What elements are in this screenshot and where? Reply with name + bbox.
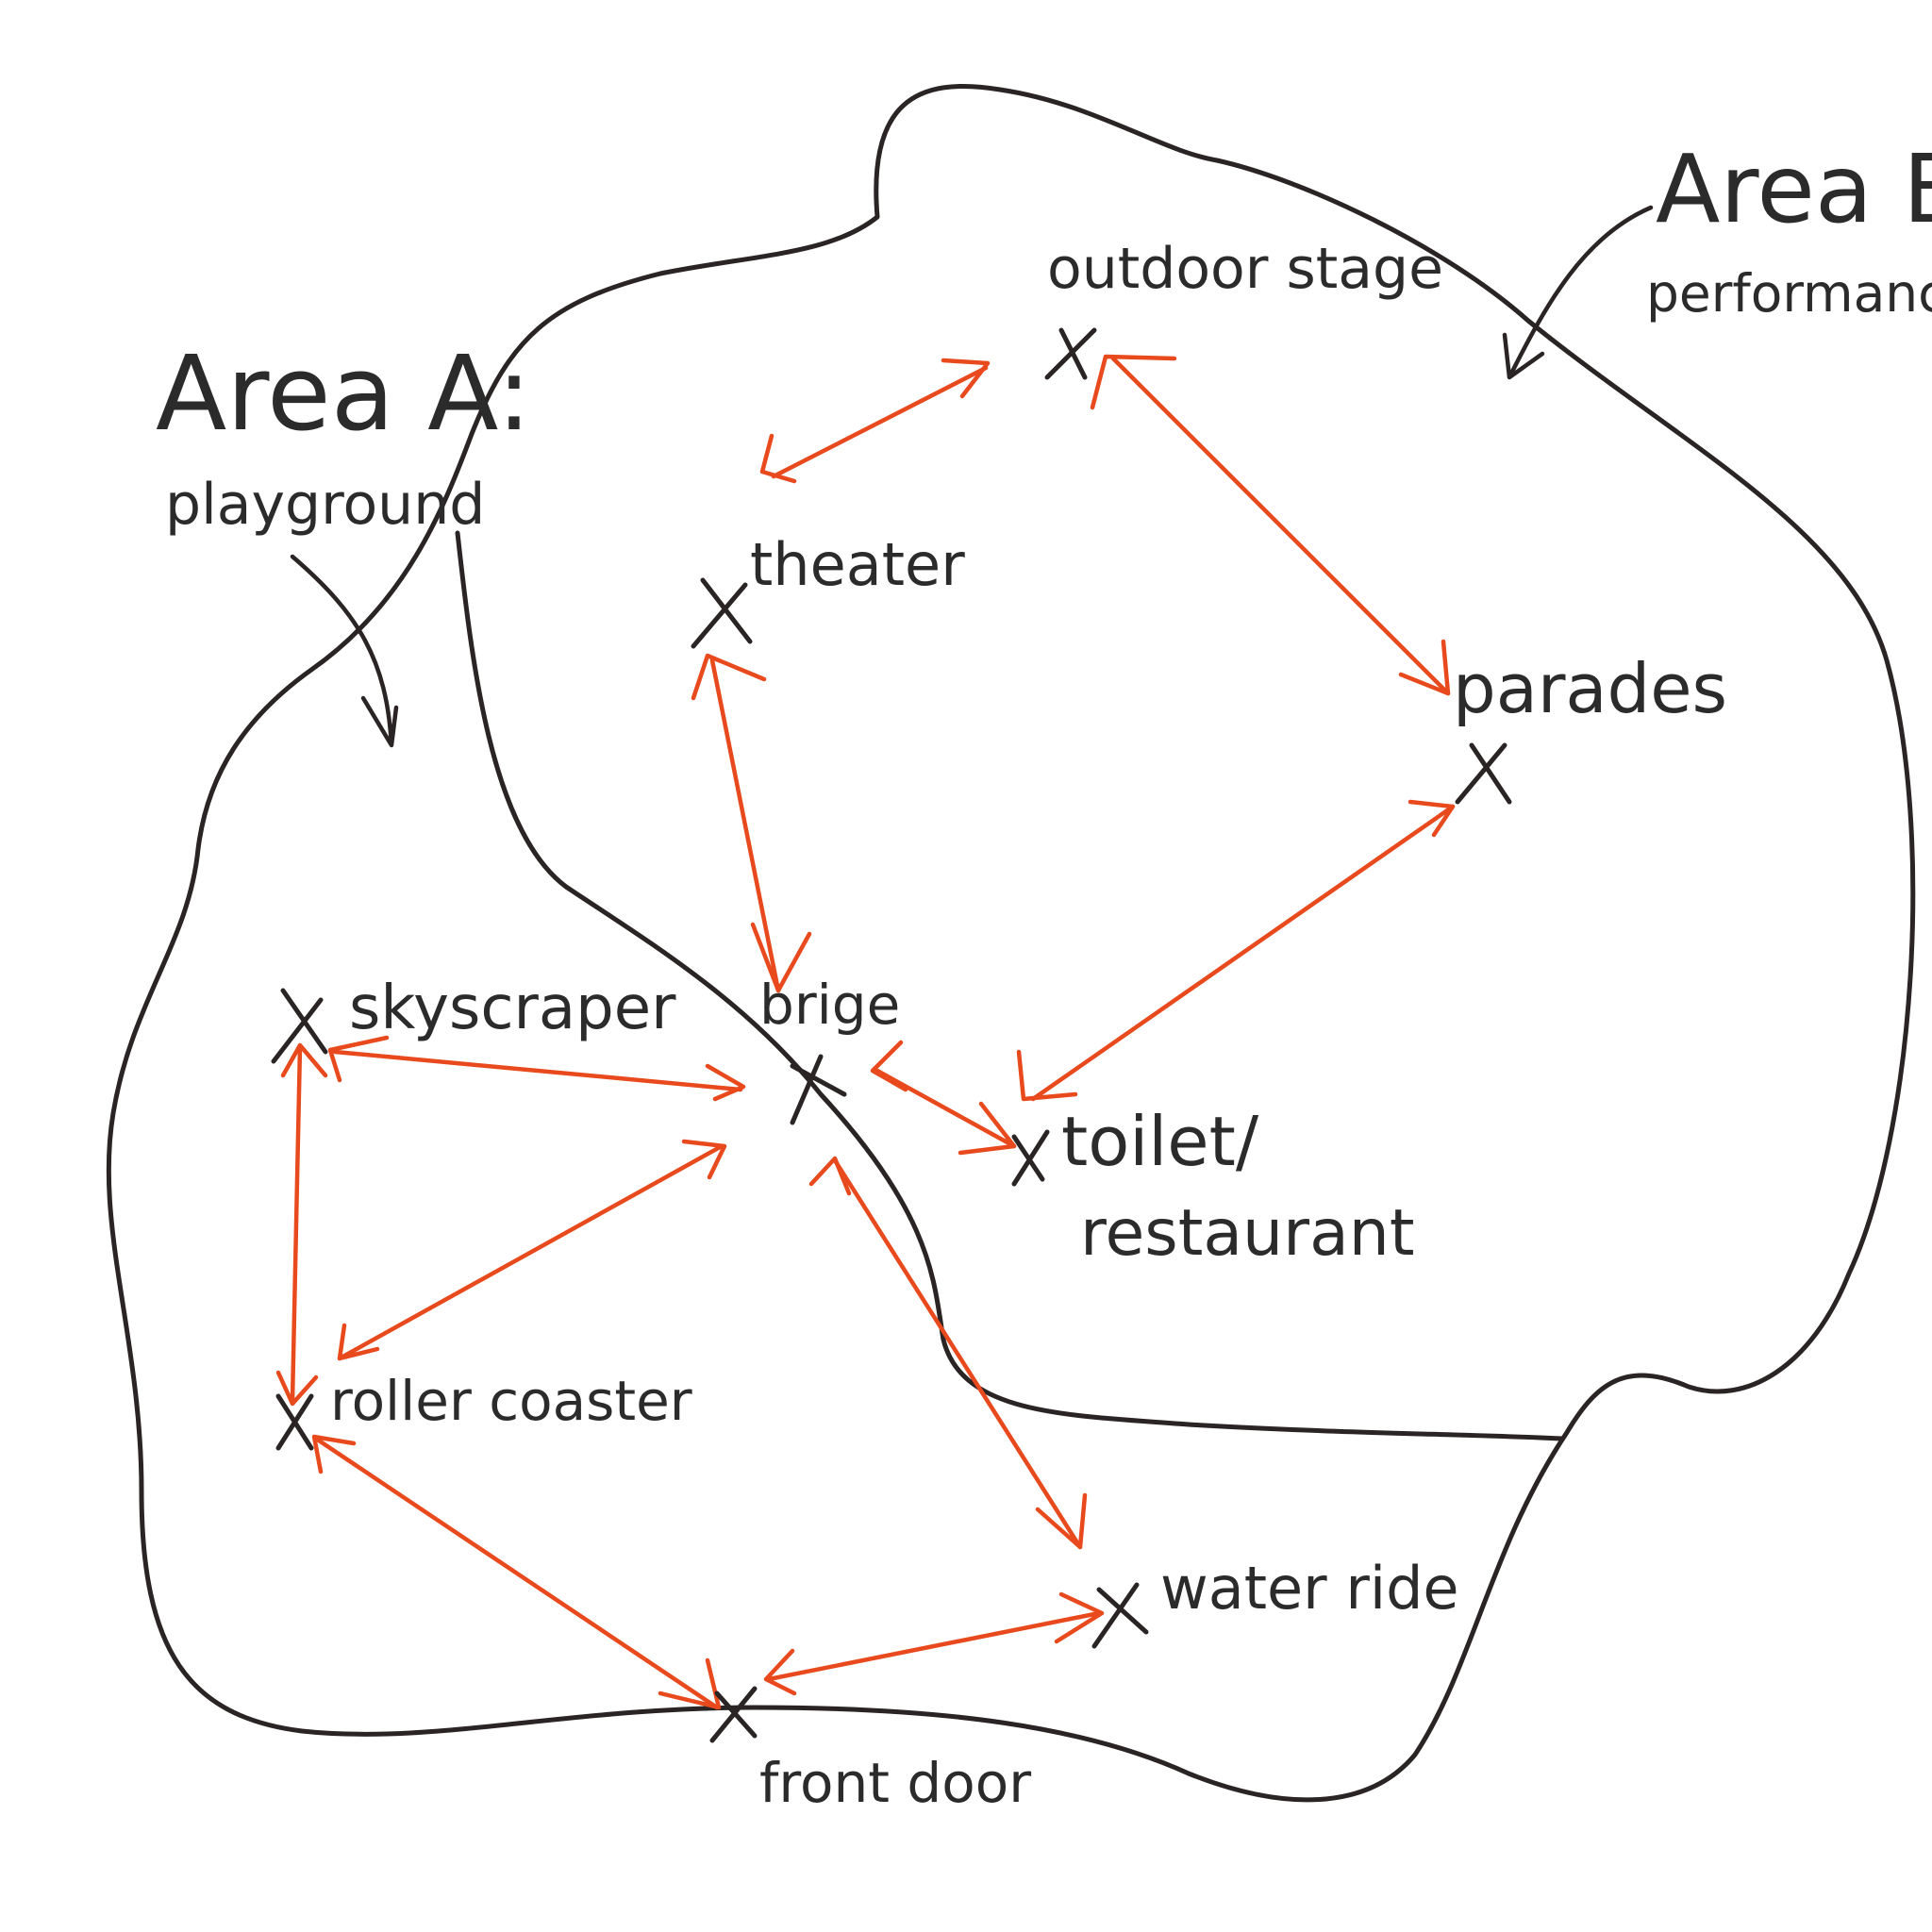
place-label-outdoor-stage: outdoor stage [1047,236,1443,302]
place-label-parades: parades [1453,649,1727,728]
place-label-skyscraper: skyscraper [349,974,676,1043]
routes [275,354,1456,1710]
area-b-arrow [1502,205,1654,380]
area-a-label: Area A: playground [156,333,531,748]
x-marker-icon [691,577,753,649]
route-roller-coaster-brige [337,1139,727,1361]
area-b-subtitle: performance [1646,263,1932,324]
place-brige[interactable]: brige [759,973,900,1125]
route-outdoor-stage-parades [1090,354,1451,696]
area-b-title: Area B: [1656,134,1932,244]
place-label-theater: theater [750,530,965,599]
area-a-title: Area A: [156,333,531,454]
x-marker-icon [271,988,328,1064]
route-brige-water-ride [808,1156,1088,1550]
route-skyscraper-roller-coaster [275,1042,328,1407]
route-theater-outdoor-stage [759,358,991,484]
area-a-subtitle: playground [165,472,485,538]
x-marker-icon [275,1393,314,1451]
place-water-ride[interactable]: water ride [1091,1554,1459,1649]
place-theater[interactable]: theater [691,530,965,649]
place-label-toilet: toilet/ [1061,1102,1259,1181]
place-label-water-ride: water ride [1160,1554,1459,1623]
x-marker-icon [1455,742,1512,805]
park-outer-boundary [106,84,1916,1803]
place-label-front-door: front door [759,1751,1031,1815]
x-marker-icon [1044,327,1097,380]
place-toilet-restaurant[interactable]: toilet/ restaurant [1011,1102,1415,1271]
x-marker-icon [790,1054,847,1125]
place-label-roller-coaster: roller coaster [330,1369,692,1433]
place-parades[interactable]: parades [1453,649,1727,805]
place-outdoor-stage[interactable]: outdoor stage [1044,236,1443,380]
area-a-arrow [290,554,399,748]
area-b-label: Area B: performance [1502,134,1932,380]
x-marker-icon [1011,1129,1050,1187]
place-front-door[interactable]: front door [709,1686,1031,1815]
area-divider [455,530,1564,1441]
route-theater-brige [691,653,812,993]
route-parades-toilet [1016,799,1456,1102]
route-roller-coaster-front-door [311,1434,722,1710]
place-roller-coaster[interactable]: roller coaster [275,1369,692,1451]
place-label-restaurant: restaurant [1080,1196,1415,1271]
place-label-brige: brige [759,973,900,1037]
x-marker-icon [709,1686,758,1743]
place-skyscraper[interactable]: skyscraper [271,974,676,1064]
route-skyscraper-brige [327,1035,746,1102]
route-brige-toilet [870,1040,1017,1156]
route-front-door-water-ride [763,1591,1105,1696]
x-marker-icon [1091,1582,1149,1649]
